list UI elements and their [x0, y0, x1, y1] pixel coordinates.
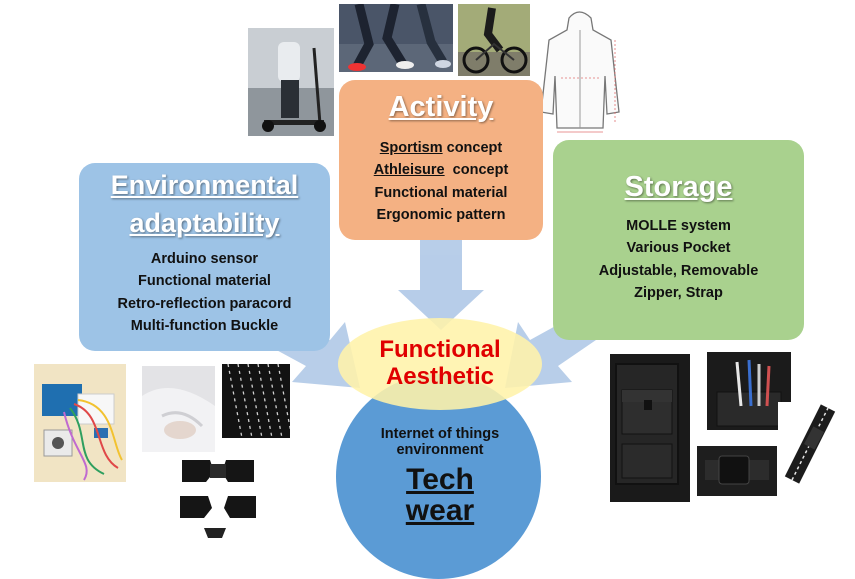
- storage-title: Storage: [624, 171, 733, 203]
- environmental-title-line1: Environmental: [110, 170, 299, 200]
- techwear-label: Tech wear: [346, 464, 534, 526]
- activity-item: Functional material: [339, 182, 543, 205]
- zipper-photo: [778, 402, 836, 484]
- activity-item-underlined: Athleisure: [373, 162, 445, 179]
- activity-item-rest: concept: [442, 139, 503, 156]
- environmental-item: Multi-function Buckle: [130, 318, 279, 335]
- environmental-title-line2: adaptability: [129, 208, 280, 239]
- scooter-photo: [248, 28, 334, 136]
- activity-item: Athleisure concept: [339, 159, 543, 182]
- paracord-photo: [222, 364, 290, 438]
- functional-line: Functional: [379, 336, 501, 363]
- storage-item: Adjustable, Removable: [598, 262, 759, 279]
- iot-line1: Internet of things: [380, 426, 500, 442]
- fabric-photo: [142, 366, 215, 452]
- arrow-activity-down: [398, 240, 484, 330]
- jacket-pattern-drawing: [535, 4, 625, 140]
- storage-box: Storage MOLLE system Various Pocket Adju…: [553, 140, 804, 340]
- storage-items: MOLLE system Various Pocket Adjustable, …: [553, 215, 804, 305]
- arduino-board-photo: [34, 364, 126, 482]
- activity-item-rest: Functional material: [374, 184, 508, 201]
- pen-pocket-photo: [707, 352, 791, 430]
- storage-item: Zipper, Strap: [634, 285, 723, 302]
- strap-buckle-photo: [697, 446, 777, 496]
- environmental-item: Arduino sensor: [150, 250, 259, 267]
- functional-aesthetic-ellipse: [338, 318, 542, 410]
- pocket-vest-photo: [610, 354, 690, 502]
- iot-label: Internet of things environment: [346, 426, 534, 458]
- wear-line: wear: [405, 494, 475, 527]
- storage-item: Various Pocket: [626, 240, 731, 257]
- environmental-item: Retro-reflection paracord: [117, 295, 292, 312]
- activity-item: Ergonomic pattern: [339, 204, 543, 227]
- activity-item-rest: Ergonomic pattern: [376, 207, 506, 224]
- tech-line: Tech: [406, 463, 474, 496]
- aesthetic-line: Aesthetic: [385, 363, 495, 390]
- environmental-item: Functional material: [138, 273, 271, 290]
- buckle-photo: [170, 452, 268, 542]
- activity-item-underlined: Sportism: [379, 139, 443, 156]
- running-photo: [339, 4, 453, 72]
- activity-item-rest: concept: [444, 162, 509, 179]
- activity-box: Activity Sportism concept Athleisure con…: [339, 80, 543, 240]
- activity-item: Sportism concept: [339, 137, 543, 160]
- environmental-items: Arduino sensor Functional material Retro…: [79, 248, 330, 338]
- storage-item: MOLLE system: [626, 217, 731, 234]
- functional-aesthetic-label: Functional Aesthetic: [338, 336, 542, 390]
- iot-line2: environment: [396, 442, 484, 458]
- cycling-photo: [458, 4, 530, 76]
- activity-items: Sportism concept Athleisure concept Func…: [339, 137, 543, 227]
- environmental-adaptability-box: Environmental adaptability Arduino senso…: [79, 163, 330, 351]
- activity-title: Activity: [388, 91, 494, 123]
